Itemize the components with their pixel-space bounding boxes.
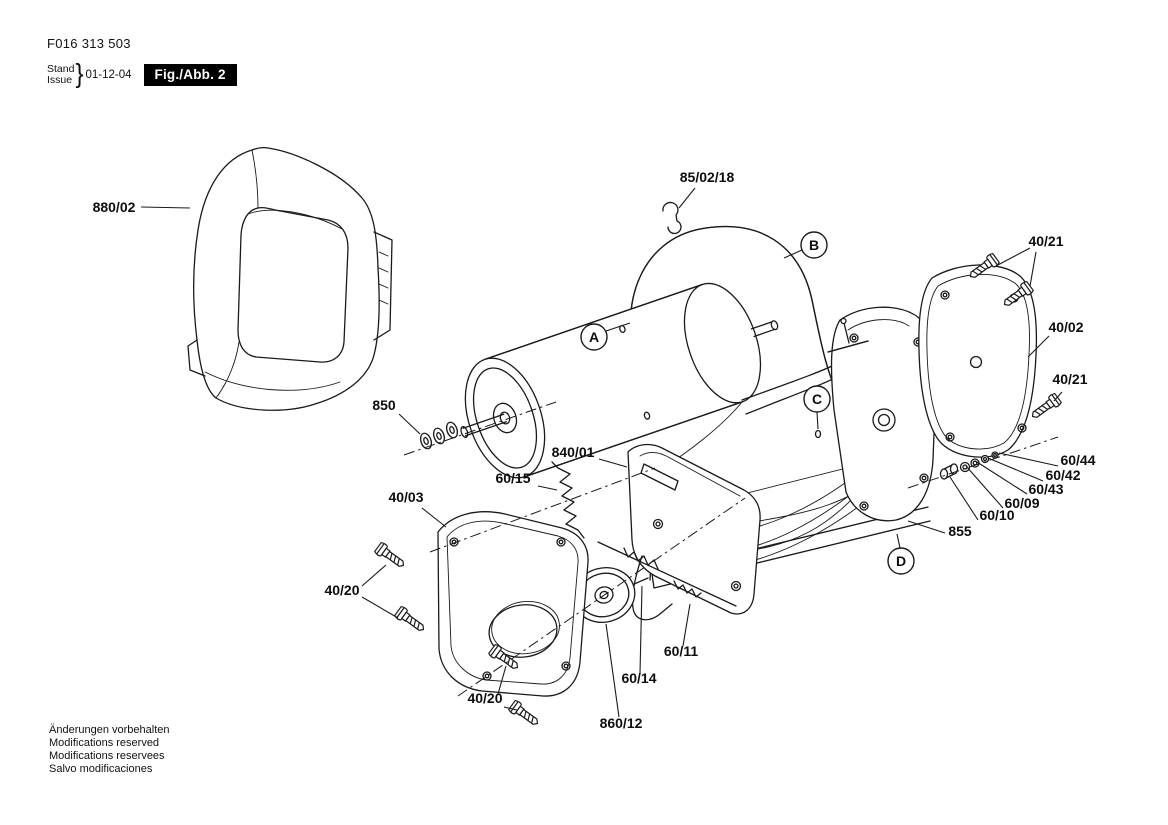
spring-60-11 [673,580,702,598]
stand-issue-labels: Stand Issue [47,64,74,86]
ref-letter-a: A [580,323,608,351]
ref-letter-d: D [887,547,915,575]
center-lines [403,401,1059,697]
right-side-plate [918,264,1038,458]
document-number: F016 313 503 [47,36,131,51]
brace-glyph: } [75,59,84,90]
callout-60-14: 60/14 [621,670,656,686]
callout-40-03: 40/03 [388,489,423,505]
callout-850: 850 [372,397,396,413]
callout-60-42: 60/42 [1045,467,1080,483]
callout-40-20-upper: 40/20 [324,582,359,598]
notice-line-en: Modifications reserved [49,737,160,749]
callout-40-02: 40/02 [1048,319,1083,335]
notice-line-fr: Modifications reservees [49,750,165,762]
svg-text:B: B [809,237,819,253]
issue-label: Issue [47,74,73,86]
modifications-notice: Änderungen vorbehalten Modifications res… [49,724,169,776]
figure-label: Fig./Abb. 2 [143,64,237,86]
callout-85-02-18: 85/02/18 [680,169,735,185]
callout-860-12: 860/12 [600,715,643,731]
ref-letter-b: B [800,231,828,259]
handle-bar [629,225,842,403]
cylinder-drum [419,282,779,479]
callout-60-11: 60/11 [664,643,698,659]
issue-block: Stand Issue } 01-12-04 Fig./Abb. 2 [47,59,237,90]
svg-text:A: A [589,329,599,345]
callout-60-44: 60/44 [1060,452,1095,468]
shaft-washers [419,421,459,450]
callout-855: 855 [948,523,972,539]
grass-box-cover [187,146,393,411]
svg-text:C: C [812,391,822,407]
callout-40-20-lower: 40/20 [467,690,502,706]
notice-line-de: Änderungen vorbehalten [49,724,170,736]
callout-60-43: 60/43 [1028,481,1063,497]
callout-60-15: 60/15 [495,470,530,486]
left-side-plate [437,511,589,697]
stand-label: Stand [47,63,75,75]
callout-840-01: 840/01 [552,444,595,460]
tension-rod-and-springs [597,541,737,607]
spring-60-15 [551,461,585,539]
callout-60-10: 60/10 [979,507,1014,523]
retaining-clip [662,201,682,235]
callout-40-21-right: 40/21 [1052,371,1087,387]
issue-date: 01-12-04 [85,69,132,81]
callout-880-02: 880/02 [93,199,136,215]
leader-lines [140,187,1063,718]
callout-60-09: 60/09 [1004,495,1039,511]
ref-letter-c: C [803,385,831,413]
spring-60-14 [623,547,659,570]
svg-text:D: D [896,553,906,569]
notice-line-es: Salvo modificaciones [49,763,153,775]
callout-40-21-top: 40/21 [1028,233,1063,249]
